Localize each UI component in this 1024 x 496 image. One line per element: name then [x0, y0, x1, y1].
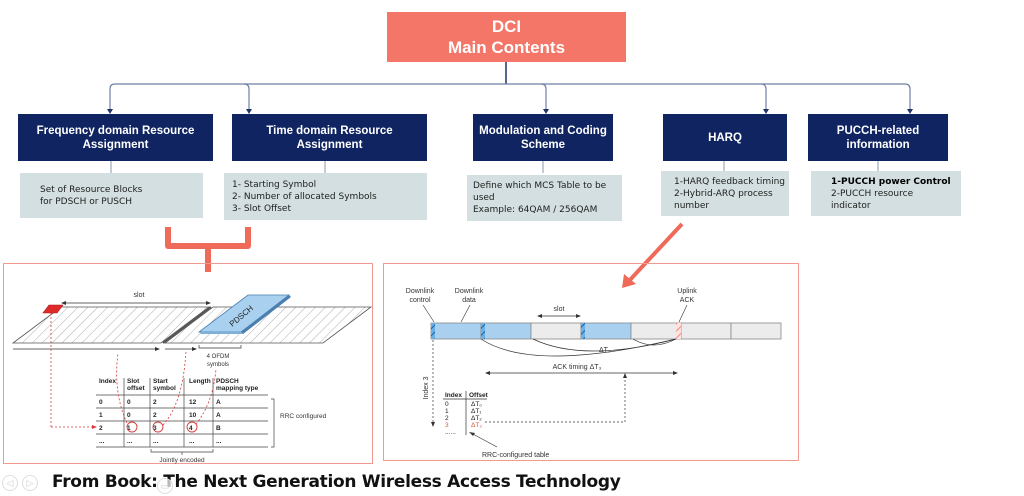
index-3-label: Index 3: [423, 376, 430, 399]
slot-3: [530, 322, 582, 340]
tdra-cell: ...: [189, 438, 195, 445]
delta-t2-label: ΔT₂: [599, 347, 611, 354]
offset-table-cell: 1: [445, 408, 449, 415]
pointer-arrow-icon: [626, 222, 684, 284]
rrc-configured-label: RRC configured: [280, 413, 327, 420]
offset-table-header-offset: Offset: [469, 392, 489, 399]
slot-1-grid: [11, 306, 211, 344]
slot-2: [480, 322, 532, 340]
next-slide-button[interactable]: ▷: [22, 475, 38, 491]
category-pucch: PUCCH-related information: [808, 114, 948, 161]
svg-text:ACK: ACK: [680, 297, 695, 304]
dci-root-box: DCI Main Contents: [387, 12, 626, 62]
prev-slide-button[interactable]: ◁: [2, 475, 18, 491]
offset-table-cell: 0: [445, 401, 449, 408]
root-subtitle: Main Contents: [447, 38, 566, 57]
svg-text:PDSCH: PDSCH: [216, 378, 239, 385]
slot-6: [680, 322, 732, 340]
tdra-cell: 0: [127, 412, 131, 419]
slot-5: [630, 322, 682, 340]
svg-text:control: control: [409, 297, 430, 304]
slot-label: slot: [134, 292, 145, 299]
tdra-cell: B: [216, 425, 221, 432]
tdra-cell: 2: [153, 399, 157, 406]
tdra-cell: ...: [153, 438, 159, 445]
offset-table-cell: ΔT₂: [471, 415, 482, 422]
slot-1: [430, 322, 482, 340]
branch-line: [109, 83, 911, 112]
tdra-cell: 12: [189, 399, 197, 406]
rrc-configured-table-label: RRC-configured table: [482, 452, 549, 459]
svg-text:Length: Length: [189, 378, 211, 385]
tdra-cell: A: [216, 412, 221, 419]
svg-text:Slot: Slot: [127, 378, 140, 385]
svg-text:data: data: [462, 297, 476, 304]
slot-label-right: slot: [554, 306, 565, 313]
tdra-cell: ...: [216, 438, 222, 445]
offset-table-cell: ΔT₀: [471, 401, 482, 408]
category-time-domain: Time domain Resource Assignment: [232, 114, 427, 161]
tdra-cell: 0: [99, 399, 103, 406]
brace-icon: [165, 227, 251, 272]
tdra-cell: 0: [127, 399, 131, 406]
tdra-cell: ...: [99, 438, 105, 445]
ofdm-label: 4 OFDM: [207, 354, 230, 360]
tdra-cell: 4: [189, 425, 193, 432]
downlink-control-label: Downlink: [406, 288, 435, 295]
svg-text:offset: offset: [127, 385, 146, 392]
downlink-data-label: Downlink: [455, 288, 484, 295]
category-harq: HARQ: [663, 114, 787, 161]
offset-table-cell: ......: [445, 429, 456, 436]
video-camera-icon[interactable]: ▭: [157, 478, 173, 494]
offset-table-cell: ΔT₁: [471, 408, 482, 415]
tdra-cell: 3: [153, 425, 157, 432]
root-title: DCI: [491, 17, 522, 36]
offset-table-cell: 2: [445, 415, 449, 422]
harq-timing-diagram: Downlink control Downlink data slot Upli…: [406, 288, 782, 459]
harq-timing-diagram-panel: [383, 263, 799, 461]
pdcch-block: [42, 304, 64, 314]
time-domain-diagram-panel: [3, 263, 373, 464]
category-frequency-domain: Frequency domain Resource Assignment: [18, 114, 213, 161]
tdra-cell: ...: [127, 438, 133, 445]
offset-table-cell: 3: [445, 422, 449, 429]
jointly-encoded-label: Jointly encoded: [159, 457, 205, 464]
tdra-cell: 1: [127, 425, 131, 432]
source-caption: From Book: The Next Generation Wireless …: [52, 472, 621, 492]
slot-7: [730, 322, 782, 340]
offset-table-cell: ΔT₃: [471, 422, 482, 429]
tdra-cell: A: [216, 399, 221, 406]
svg-text:Start: Start: [153, 378, 169, 385]
category-mcs: Modulation and Coding Scheme: [473, 114, 613, 161]
svg-text:Index: Index: [99, 378, 116, 385]
svg-text:symbol: symbol: [153, 385, 176, 392]
tdra-cell: 2: [99, 425, 103, 432]
time-domain-diagram: slot PDSCH 4 OFDM symbols Index Slotoffs…: [11, 292, 373, 464]
svg-text:symbols: symbols: [207, 362, 229, 368]
tdra-cell: 2: [153, 412, 157, 419]
svg-text:mapping type: mapping type: [216, 385, 259, 392]
uplink-ack-label: Uplink: [677, 288, 697, 295]
ack-timing-label: ACK timing ΔT₃: [553, 364, 602, 371]
tdra-cell: 10: [189, 412, 197, 419]
slot-4: [580, 322, 632, 340]
tdra-cell: 1: [99, 412, 103, 419]
offset-table-header-index: Index: [445, 392, 462, 399]
